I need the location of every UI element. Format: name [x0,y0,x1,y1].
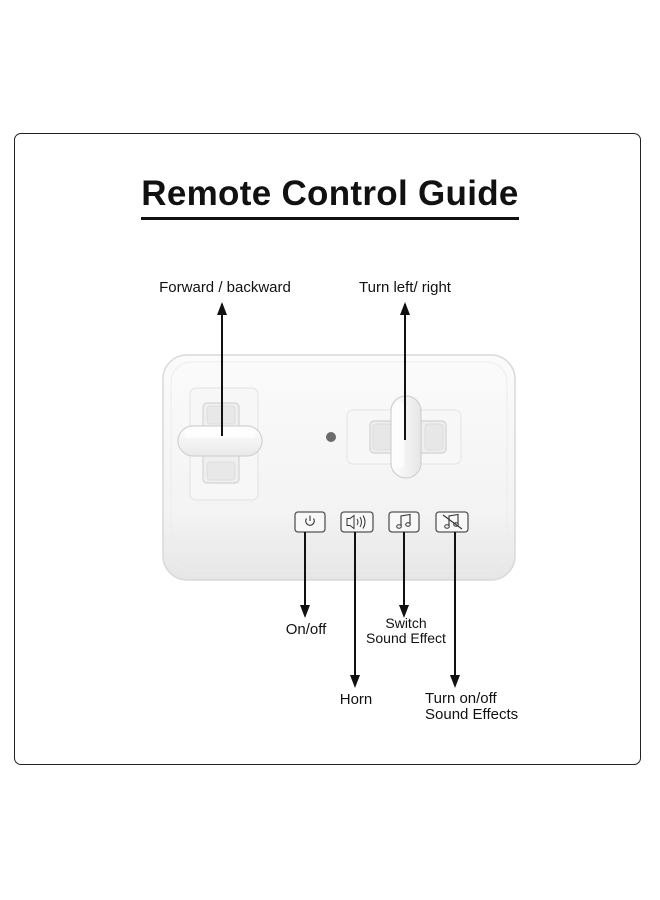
horn-arrow [350,532,360,688]
power-button[interactable] [294,511,326,533]
switch-sound-arrow [399,532,409,618]
on-off-label: On/off [285,621,327,638]
forward-backward-label: Forward / backward [159,279,291,296]
music-note-icon [396,513,411,529]
guide-title: Remote Control Guide [0,172,660,220]
power-icon [305,515,315,526]
guide-title-text: Remote Control Guide [141,172,519,220]
left-joystick[interactable] [177,387,263,501]
sound-toggle-button[interactable] [435,511,469,533]
turn-left-right-label: Turn left/ right [359,279,451,296]
guide-frame [14,133,641,765]
switch-sound-button[interactable] [388,511,420,533]
switch-sound-label: Switch Sound Effect [366,615,446,646]
horn-label: Horn [339,691,373,708]
horn-button[interactable] [340,511,374,533]
music-note-off-icon [442,513,463,530]
remote-device [162,354,516,581]
speaker-icon [346,514,366,530]
on-off-arrow [300,532,310,618]
sound-toggle-label: Turn on/off Sound Effects [425,690,519,723]
turn-left-right-arrow [400,302,410,440]
sound-toggle-arrow [450,532,460,688]
forward-backward-arrow [217,302,227,436]
indicator-light [326,432,336,442]
